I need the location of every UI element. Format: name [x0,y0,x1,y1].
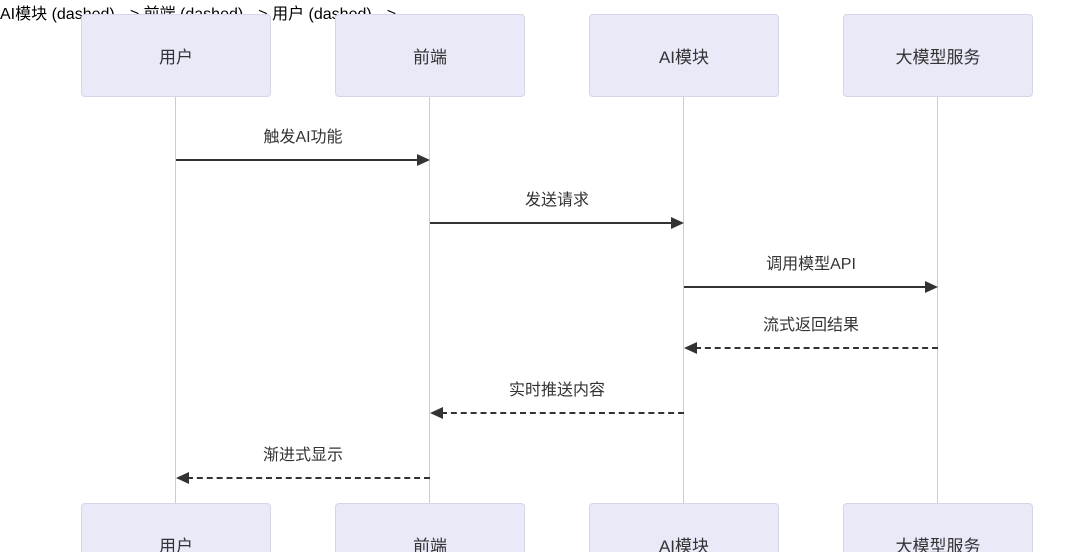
lifeline-llm-service [937,97,938,503]
actor-label: 大模型服务 [895,537,981,552]
message-label-call-model-api: 调用模型API [766,256,856,273]
actor-label: 用户 [159,48,193,67]
actor-label: 用户 [159,537,193,552]
actor-label: 大模型服务 [895,48,981,67]
actor-top-frontend: 前端 [335,14,525,97]
actor-label: 前端 [413,537,447,552]
message-label-realtime-push: 实时推送内容 [508,382,605,399]
lifeline-user [175,97,176,503]
actor-bottom-frontend: 前端 [335,503,525,552]
message-line-2 [430,222,675,224]
message-label-send-request: 发送请求 [524,192,589,209]
message-line-1 [176,159,421,161]
actor-bottom-llm-service: 大模型服务 [843,503,1033,552]
arrowhead-left-icon [684,342,697,354]
message-line-3 [684,286,929,288]
message-label-progressive-display: 渐进式显示 [262,447,343,464]
actor-bottom-user: 用户 [81,503,271,552]
actor-label: AI模块 [658,537,710,552]
arrowhead-right-icon [417,154,430,166]
actor-top-user: 用户 [81,14,271,97]
message-line-5 [441,412,684,414]
arrowhead-right-icon [925,281,938,293]
message-label-stream-result: 流式返回结果 [762,317,859,334]
arrowhead-left-icon [430,407,443,419]
lifeline-ai-module [683,97,684,503]
arrowhead-left-icon [176,472,189,484]
arrowhead-right-icon [671,217,684,229]
actor-label: AI模块 [658,48,710,67]
message-line-6 [187,477,430,479]
actor-top-ai-module: AI模块 [589,14,779,97]
message-line-4 [695,347,938,349]
message-label-trigger-ai: 触发AI功能 [263,129,343,146]
actor-label: 前端 [413,48,447,67]
actor-bottom-ai-module: AI模块 [589,503,779,552]
actor-top-llm-service: 大模型服务 [843,14,1033,97]
lifeline-frontend [429,97,430,503]
